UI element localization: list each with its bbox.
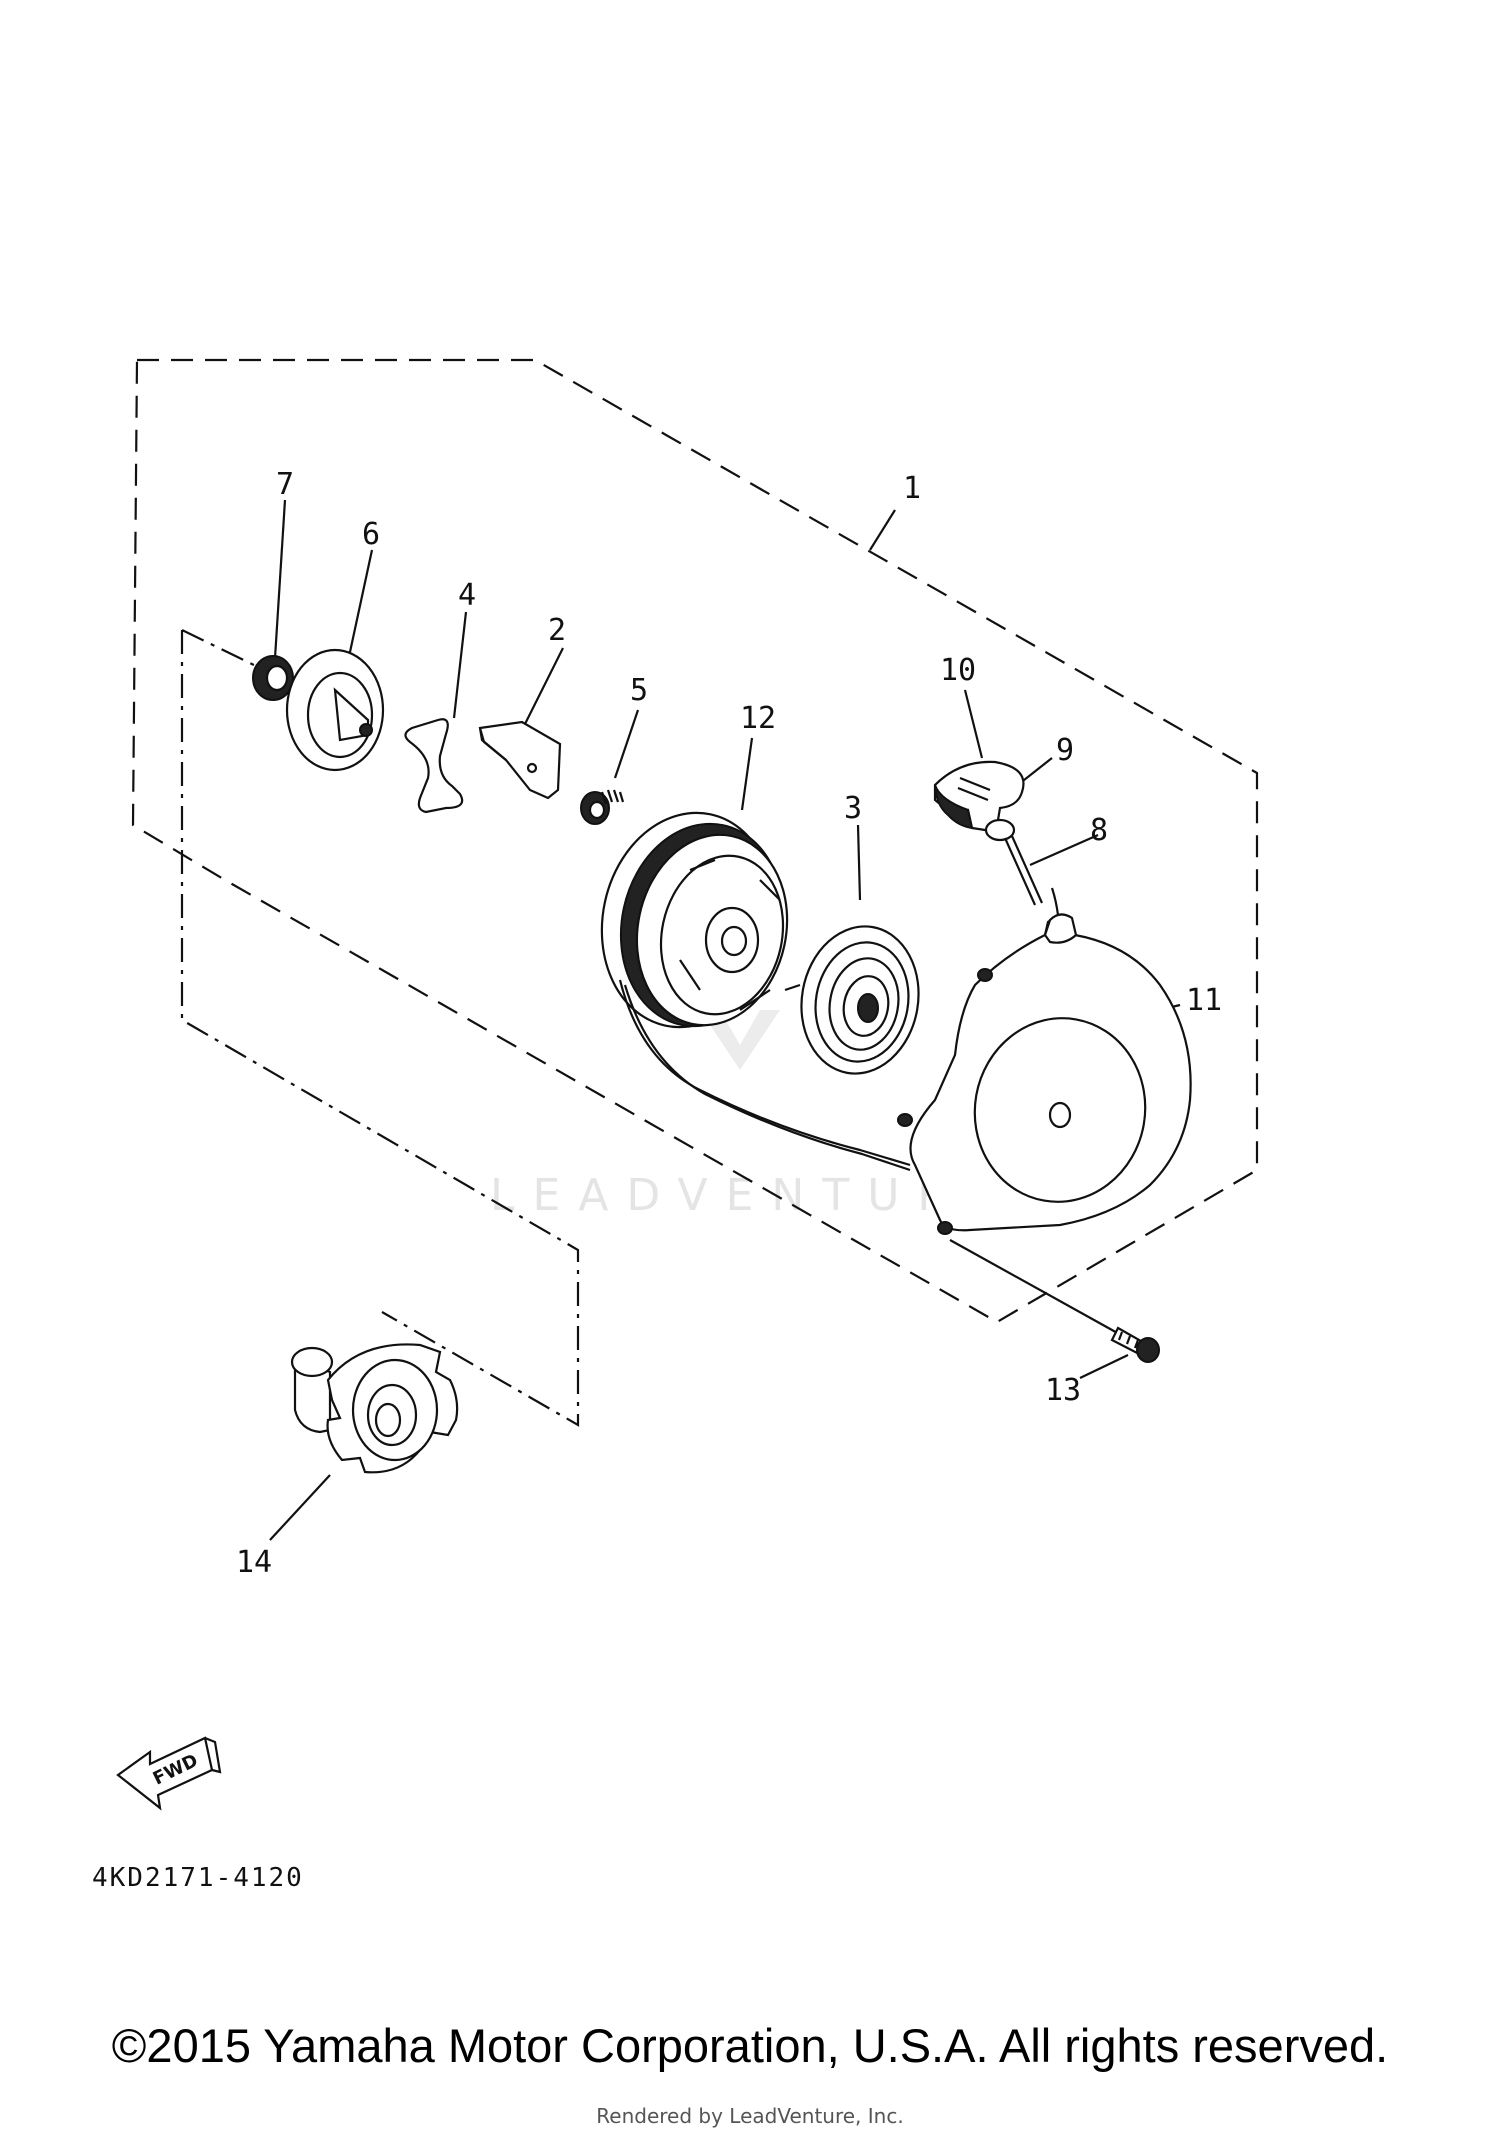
callout-2: 2	[548, 613, 566, 648]
part-8-rope	[1003, 835, 1044, 906]
watermark-text: LEADVENTURE	[490, 1170, 1012, 1221]
fwd-arrow: FWD	[116, 1736, 222, 1811]
callout-12: 12	[740, 701, 776, 736]
part-13-bolt	[1110, 1326, 1160, 1363]
copyright-notice: ©2015 Yamaha Motor Corporation, U.S.A. A…	[111, 2019, 1389, 2072]
part-9-grommet	[984, 818, 1016, 842]
part-10-handle	[933, 760, 1025, 832]
callout-1: 1	[903, 471, 921, 506]
callouts: 1 2 3 4 5 6 7 8 9 10 11 12 13 14	[236, 467, 1222, 1580]
callout-10: 10	[940, 653, 976, 688]
center-line-left	[180, 629, 580, 1427]
assembly-boundary	[131, 358, 1259, 1324]
callout-5: 5	[630, 673, 648, 708]
part-6-plate	[285, 648, 385, 772]
rendered-by-notice: Rendered by LeadVenture, Inc.	[596, 2104, 904, 2128]
part-11-case	[897, 887, 1192, 1235]
callout-8: 8	[1090, 813, 1108, 848]
part-code: 4KD2171-4120	[92, 1863, 304, 1893]
callout-13: 13	[1045, 1373, 1081, 1408]
part-14-pulley	[290, 1343, 459, 1474]
part-5-spring	[580, 789, 625, 825]
part-3-recoil-spring	[784, 925, 920, 1075]
callout-6: 6	[362, 517, 380, 552]
callout-11: 11	[1186, 983, 1222, 1018]
part-2-pawl	[478, 720, 562, 800]
part-7-nut	[252, 655, 294, 701]
callout-4: 4	[458, 578, 476, 613]
callout-9: 9	[1056, 733, 1074, 768]
callout-3: 3	[844, 791, 862, 826]
callout-14: 14	[236, 1545, 272, 1580]
part-4-spring	[404, 718, 464, 814]
watermark: LEADVENTURE	[490, 1010, 1012, 1221]
part-12-pulley	[600, 811, 911, 1172]
callout-7: 7	[276, 467, 294, 502]
